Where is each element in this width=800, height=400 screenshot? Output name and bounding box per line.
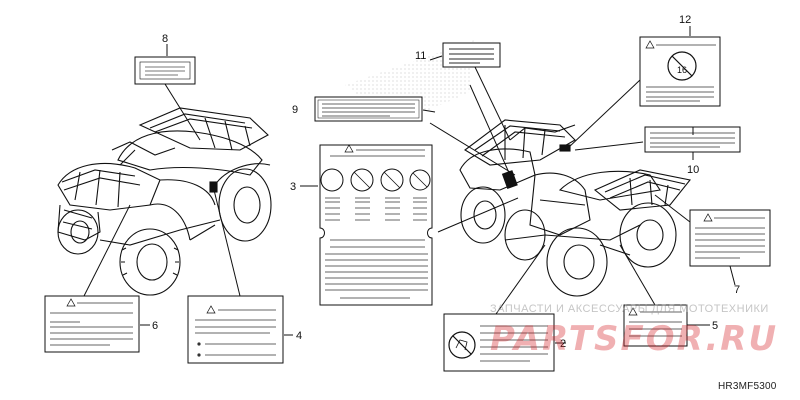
callout-12: 12 — [679, 14, 691, 26]
callout-4: 4 — [296, 330, 302, 342]
svg-text:16: 16 — [677, 65, 687, 75]
label-4 — [187, 295, 284, 364]
callout-5: 5 — [712, 320, 718, 332]
atv-right-illustration — [209, 119, 691, 297]
callout-11: 11 — [415, 50, 426, 62]
callout-9: 9 — [292, 104, 298, 116]
callout-10: 10 — [687, 164, 699, 176]
callout-2: 2 — [560, 338, 566, 350]
watermark-logo: PARTSFOR.RU — [490, 319, 778, 359]
label-6 — [44, 295, 140, 353]
label-8 — [134, 56, 196, 85]
atv-left-illustration — [57, 107, 272, 296]
svg-text:PARTSFOR.RU: PARTSFOR.RU — [490, 319, 778, 359]
callout-8: 8 — [162, 33, 168, 45]
leader-lines — [83, 26, 736, 344]
label-3 — [319, 144, 433, 306]
label-9 — [314, 96, 423, 122]
callout-6: 6 — [152, 320, 158, 332]
watermark-text: ЗАПЧАСТИ И АКСЕССУАРЫ ДЛЯ МОТОТЕХНИКИ — [490, 303, 769, 315]
callout-7: 7 — [734, 284, 740, 296]
label-12: 16 — [639, 36, 721, 107]
label-7 — [689, 209, 771, 267]
diagram-code: HR3MF5300 — [718, 381, 777, 392]
label-2 — [443, 313, 555, 372]
callout-3: 3 — [290, 181, 296, 193]
label-11 — [442, 42, 501, 68]
